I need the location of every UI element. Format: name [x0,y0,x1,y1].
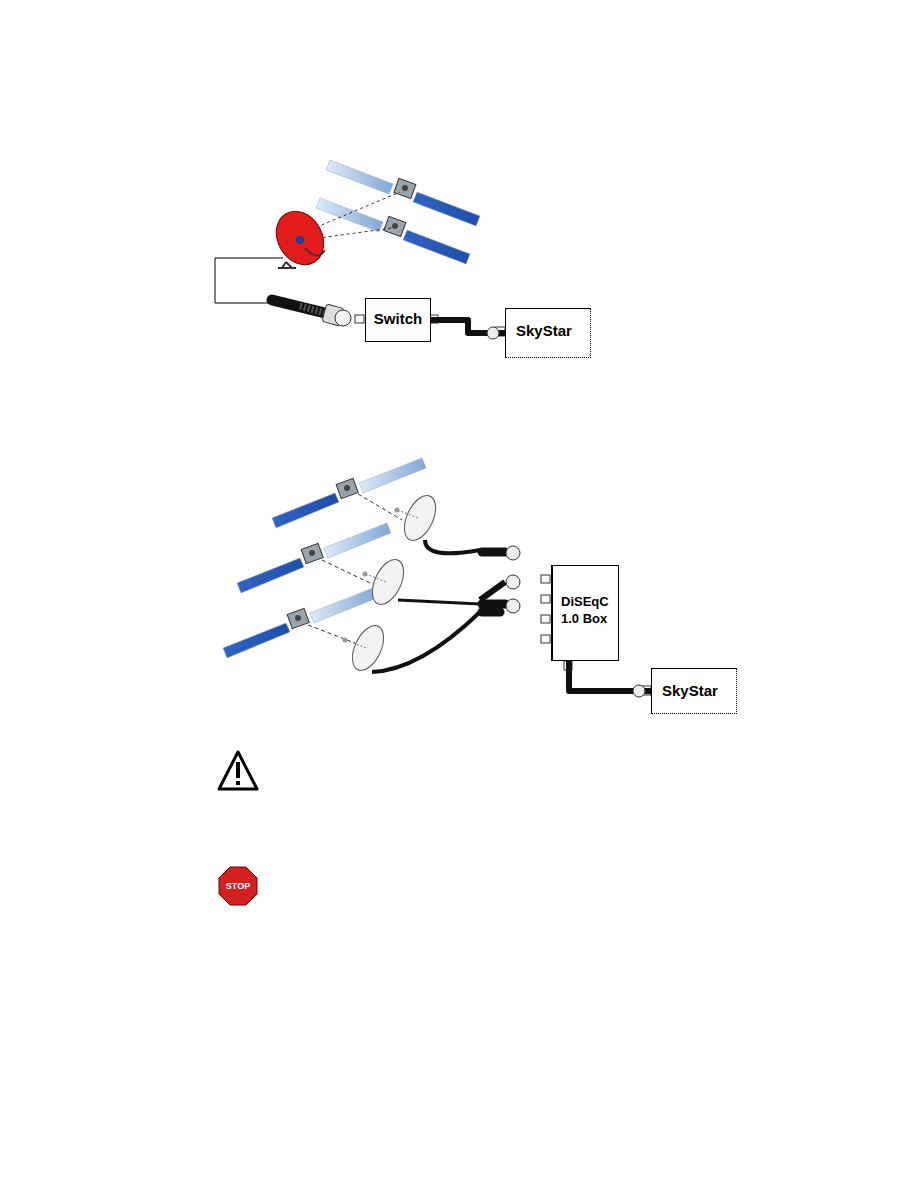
box-label: SkyStar [662,682,730,699]
card-box: SkyStar [505,308,591,358]
coax-cable [431,320,505,339]
diseqc-box: DiSEqC 1.0 Box [551,565,619,661]
switch-box: Switch [365,298,431,342]
box-label: DiSEqC 1.0 Box [561,594,614,628]
box-label: SkyStar [516,322,584,339]
stop-sign-text: STOP [226,881,250,891]
coax-cable [569,661,651,697]
card-box: SkyStar [651,668,737,714]
box-label: Switch [372,310,424,327]
